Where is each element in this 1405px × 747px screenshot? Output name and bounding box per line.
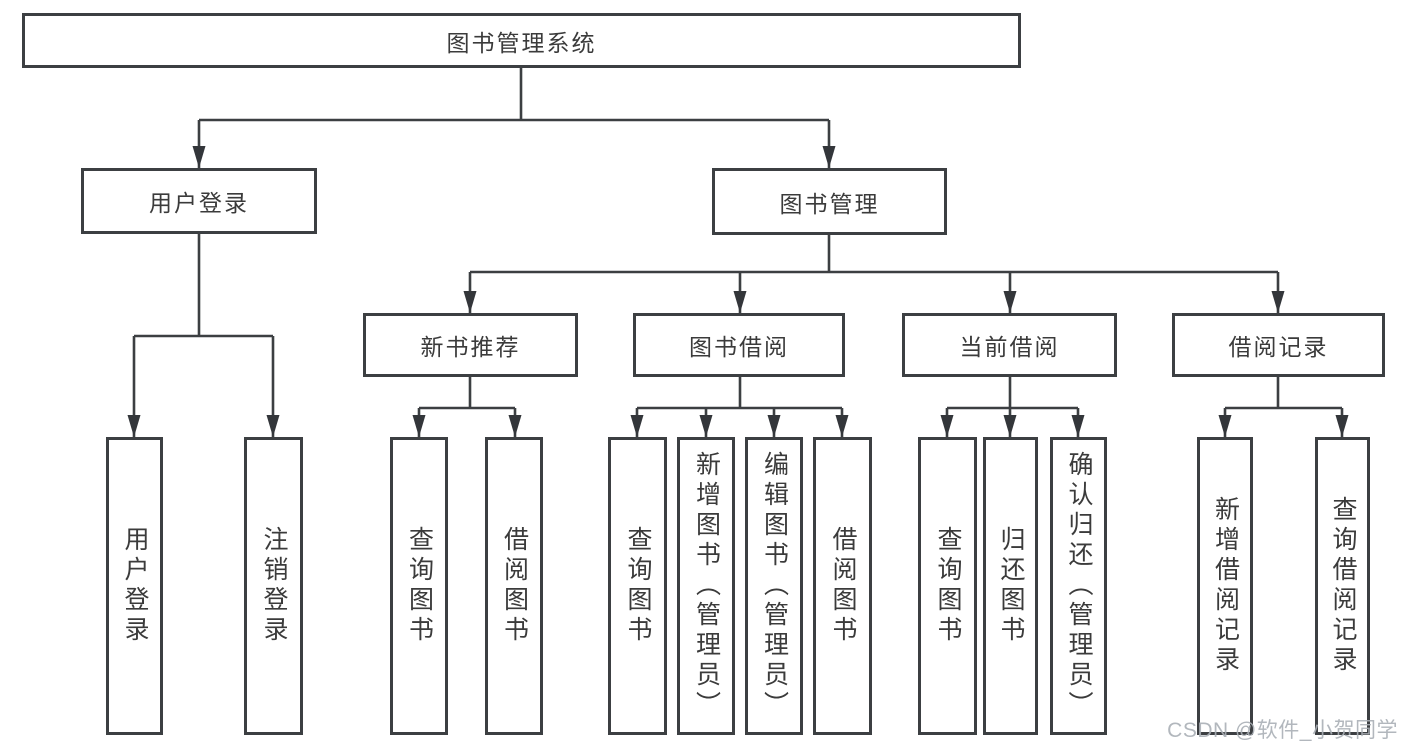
- node-label-leaf-add-borrowing-record: 新增借阅记录: [1211, 496, 1240, 676]
- arrowhead-icon: [822, 146, 836, 168]
- arrowhead-icon: [192, 146, 206, 168]
- node-label-leaf-borrow-books-borrowing: 借阅图书: [829, 526, 857, 646]
- node-label-leaf-logout-login: 注销登录: [260, 526, 288, 646]
- node-label-book-management-module: 图书管理: [779, 190, 880, 217]
- arrowhead-icon: [767, 415, 781, 437]
- node-label-leaf-edit-books-admin: 编辑图书（管理员）: [760, 451, 789, 721]
- node-leaf-query-books-borrowing: 查询图书: [608, 437, 667, 735]
- node-user-login-module: 用户登录: [81, 168, 317, 234]
- node-current-borrowing: 当前借阅: [902, 313, 1117, 377]
- node-leaf-confirm-return-admin: 确认归还（管理员）: [1050, 437, 1107, 735]
- node-label-leaf-user-login: 用户登录: [121, 526, 149, 646]
- csdn-watermark: CSDN @软件_小贺同学: [1167, 719, 1398, 742]
- node-leaf-add-books-admin: 新增图书（管理员）: [677, 437, 735, 735]
- node-new-book-recommendation: 新书推荐: [363, 313, 578, 377]
- node-book-management-module: 图书管理: [712, 168, 947, 235]
- node-label-borrowing-records: 借阅记录: [1228, 334, 1329, 360]
- node-label-system-root: 图书管理系统: [446, 29, 597, 56]
- node-leaf-add-borrowing-record: 新增借阅记录: [1197, 437, 1253, 735]
- arrowhead-icon: [630, 415, 644, 437]
- node-leaf-borrow-books-recommend: 借阅图书: [485, 437, 543, 735]
- arrowhead-icon: [940, 415, 954, 437]
- arrowhead-icon: [412, 415, 426, 437]
- arrowhead-icon: [835, 415, 849, 437]
- node-label-current-borrowing: 当前借阅: [959, 334, 1060, 360]
- node-label-leaf-query-books-current: 查询图书: [934, 526, 962, 646]
- node-leaf-logout-login: 注销登录: [244, 437, 303, 735]
- node-label-leaf-borrow-books-recommend: 借阅图书: [500, 526, 529, 646]
- arrowhead-icon: [1335, 415, 1349, 437]
- node-label-leaf-query-books-recommend: 查询图书: [405, 526, 434, 646]
- node-leaf-return-books: 归还图书: [983, 437, 1038, 735]
- arrowhead-icon: [699, 415, 713, 437]
- arrowhead-icon: [508, 415, 522, 437]
- arrowhead-icon: [1071, 415, 1085, 437]
- node-book-borrowing: 图书借阅: [633, 313, 845, 377]
- node-leaf-query-borrowing-record: 查询借阅记录: [1315, 437, 1370, 735]
- node-label-book-borrowing: 图书借阅: [689, 334, 789, 360]
- arrowhead-icon: [266, 415, 280, 437]
- node-borrowing-records: 借阅记录: [1172, 313, 1385, 377]
- arrowhead-icon: [463, 291, 477, 313]
- node-label-leaf-return-books: 归还图书: [997, 526, 1025, 646]
- arrowhead-icon: [1218, 415, 1232, 437]
- arrowhead-icon: [1003, 415, 1017, 437]
- arrowhead-icon: [1003, 291, 1017, 313]
- node-leaf-borrow-books-borrowing: 借阅图书: [813, 437, 872, 735]
- arrowhead-icon: [1271, 291, 1285, 313]
- node-leaf-query-books-current: 查询图书: [918, 437, 977, 735]
- node-system-root: 图书管理系统: [22, 13, 1021, 68]
- node-leaf-edit-books-admin: 编辑图书（管理员）: [745, 437, 803, 735]
- arrowhead-icon: [127, 415, 141, 437]
- node-label-leaf-confirm-return-admin: 确认归还（管理员）: [1065, 451, 1093, 721]
- node-label-new-book-recommendation: 新书推荐: [420, 334, 521, 360]
- node-label-leaf-add-books-admin: 新增图书（管理员）: [692, 451, 721, 721]
- node-leaf-user-login: 用户登录: [106, 437, 163, 735]
- node-label-leaf-query-borrowing-record: 查询借阅记录: [1329, 496, 1357, 676]
- node-label-leaf-query-books-borrowing: 查询图书: [624, 526, 652, 646]
- node-leaf-query-books-recommend: 查询图书: [390, 437, 448, 735]
- arrowhead-icon: [733, 291, 747, 313]
- node-label-user-login-module: 用户登录: [149, 190, 249, 216]
